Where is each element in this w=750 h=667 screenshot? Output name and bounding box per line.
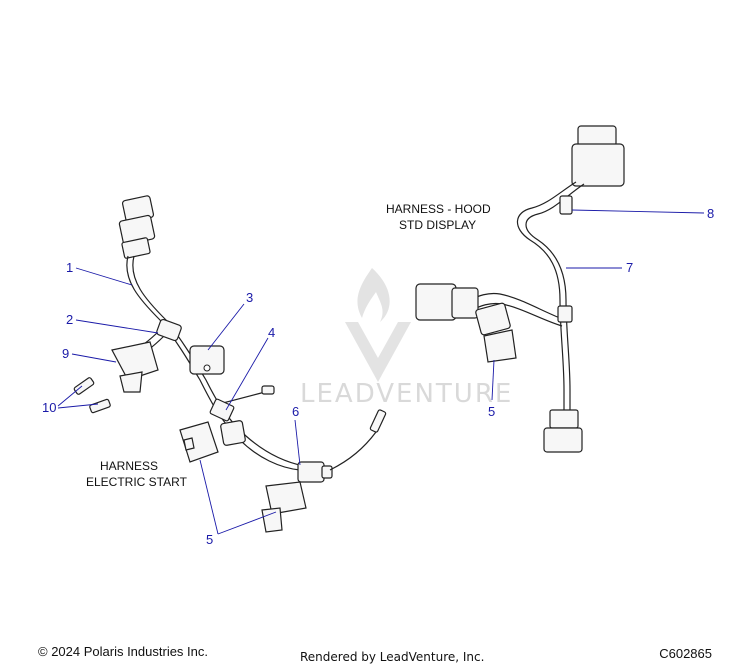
callout-5-left: 5 bbox=[206, 532, 213, 547]
callout-5-right: 5 bbox=[488, 404, 495, 419]
callout-7: 7 bbox=[626, 260, 633, 275]
bracket-5-left bbox=[179, 421, 219, 463]
bracket-5-lower bbox=[261, 481, 307, 533]
callout-1: 1 bbox=[66, 260, 73, 275]
label-harness-electric-start-line1: HARNESS bbox=[100, 459, 158, 473]
flame-icon bbox=[357, 268, 390, 322]
label-harness-hood-line1: HARNESS - HOOD bbox=[386, 202, 491, 216]
leader-lines bbox=[57, 209, 705, 535]
bracket-9 bbox=[111, 341, 159, 393]
label-harness-electric-start-line2: ELECTRIC START bbox=[86, 475, 188, 489]
harness-labels: HARNESS ELECTRIC START HARNESS - HOOD ST… bbox=[86, 202, 491, 489]
callout-8: 8 bbox=[707, 206, 714, 221]
label-harness-hood-line2: STD DISPLAY bbox=[399, 218, 476, 232]
watermark-text: LEADVENTURE bbox=[300, 379, 513, 409]
harness-electric-start-assembly bbox=[73, 195, 387, 533]
harness-hood-assembly bbox=[415, 125, 625, 453]
callout-3: 3 bbox=[246, 290, 253, 305]
v-logo-icon bbox=[345, 322, 411, 382]
callout-2: 2 bbox=[66, 312, 73, 327]
leadventure-watermark: LEADVENTURE bbox=[300, 268, 513, 409]
callout-9: 9 bbox=[62, 346, 69, 361]
part-code: C602865 bbox=[659, 646, 712, 661]
callouts: 1 2 3 4 9 10 6 5 8 7 5 bbox=[42, 206, 714, 547]
copyright-text: © 2024 Polaris Industries Inc. bbox=[38, 644, 208, 659]
rendered-by-text: Rendered by LeadVenture, Inc. bbox=[300, 650, 485, 664]
screws-10 bbox=[73, 377, 111, 414]
callout-10: 10 bbox=[42, 400, 56, 415]
callout-6: 6 bbox=[292, 404, 299, 419]
main-connector bbox=[118, 195, 156, 259]
callout-4: 4 bbox=[268, 325, 275, 340]
